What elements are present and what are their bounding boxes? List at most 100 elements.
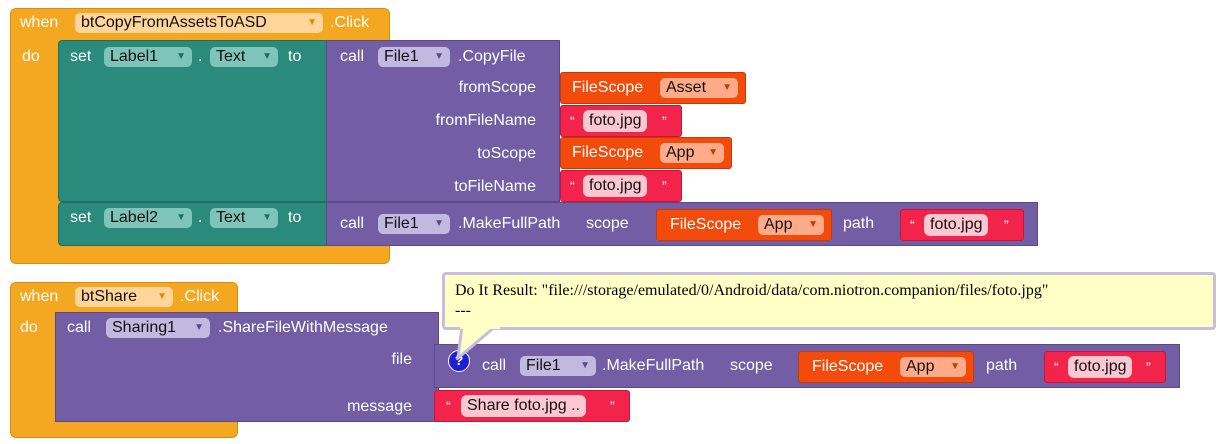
text-value-field[interactable]: foto.jpg	[583, 110, 648, 132]
dropdown-arrow-icon: ▼	[262, 212, 272, 223]
tooltip-tail	[456, 326, 500, 360]
dropdown-arrow-icon: ▼	[580, 360, 590, 371]
component-name: File1	[384, 215, 419, 232]
tooltip-separator: ---	[455, 302, 471, 319]
component-name: btCopyFromAssetsToASD	[81, 14, 267, 31]
do-label: do	[22, 48, 40, 65]
component-name: Sharing1	[112, 319, 177, 336]
do-it-result-tooltip: Do It Result: "file:///storage/emulated/…	[442, 272, 1216, 330]
text-value-field[interactable]: foto.jpg	[583, 175, 648, 197]
scope-value: App	[666, 144, 695, 161]
dropdown-arrow-icon: ▼	[434, 218, 444, 229]
open-quote-icon: “	[910, 217, 915, 233]
close-quote-icon: ”	[662, 113, 667, 129]
param-message-label: message	[347, 398, 412, 415]
call-block-copyfile[interactable]	[326, 40, 560, 202]
dot-label: .	[198, 209, 203, 226]
call-label: call	[340, 215, 365, 232]
param-fromscope-label: fromScope	[458, 79, 536, 96]
dropdown-arrow-icon: ▼	[262, 51, 272, 62]
open-quote-icon: “	[1054, 359, 1059, 375]
dot-label: .	[198, 48, 203, 65]
property-name: Text	[216, 48, 246, 65]
when-label: when	[20, 288, 59, 305]
close-quote-icon: ”	[610, 398, 615, 414]
param-toscope-label: toScope	[477, 145, 536, 162]
component-dropdown-label2[interactable]: Label2 ▼	[104, 208, 192, 228]
component-name: Label1	[110, 48, 159, 65]
method-name: .ShareFileWithMessage	[218, 319, 388, 336]
component-dropdown-label1[interactable]: Label1 ▼	[104, 47, 192, 67]
tooltip-result-line: Do It Result: "file:///storage/emulated/…	[455, 282, 1049, 299]
dropdown-arrow-icon: ▼	[194, 322, 204, 333]
component-dropdown-btshare[interactable]: btShare ▼	[75, 287, 173, 307]
call-label: call	[340, 48, 365, 65]
param-scope-label: scope	[730, 357, 773, 374]
to-label: to	[288, 48, 302, 65]
event-name: .Click	[330, 14, 370, 31]
help-icon[interactable]: ?	[448, 350, 470, 372]
call-label: call	[482, 357, 507, 374]
method-name: .MakeFullPath	[602, 357, 705, 374]
open-quote-icon: “	[570, 113, 575, 129]
to-label: to	[288, 209, 302, 226]
open-quote-icon: “	[570, 178, 575, 194]
scope-dropdown-app[interactable]: App ▼	[758, 215, 824, 235]
when-label: when	[20, 14, 59, 31]
scope-value: App	[906, 358, 935, 375]
filescope-label: FileScope	[670, 216, 742, 233]
param-scope-label: scope	[586, 215, 629, 232]
component-dropdown-file1[interactable]: File1 ▼	[378, 47, 450, 67]
open-quote-icon: “	[446, 398, 451, 414]
filescope-block[interactable]	[656, 209, 832, 241]
dropdown-arrow-icon: ▼	[722, 82, 732, 93]
scope-dropdown-asset[interactable]: Asset ▼	[660, 78, 738, 98]
dropdown-arrow-icon: ▼	[157, 291, 167, 302]
dropdown-arrow-icon: ▼	[708, 147, 718, 158]
event-name: .Click	[180, 288, 220, 305]
text-value-field[interactable]: foto.jpg	[924, 214, 989, 236]
component-name: Label2	[110, 209, 159, 226]
close-quote-icon: ”	[1004, 217, 1009, 233]
component-name: File1	[384, 48, 419, 65]
dropdown-arrow-icon: ▼	[307, 17, 317, 28]
dropdown-arrow-icon: ▼	[808, 219, 818, 230]
param-fromfilename-label: fromFileName	[435, 112, 536, 129]
component-dropdown-sharing1[interactable]: Sharing1 ▼	[106, 318, 210, 338]
scope-dropdown-app[interactable]: App ▼	[660, 143, 724, 163]
filescope-label: FileScope	[572, 79, 644, 96]
component-name: File1	[526, 357, 561, 374]
method-name: .MakeFullPath	[458, 215, 561, 232]
close-quote-icon: ”	[1146, 359, 1151, 375]
method-name: .CopyFile	[458, 48, 526, 65]
call-label: call	[67, 319, 92, 336]
property-name: Text	[216, 209, 246, 226]
component-name: btShare	[81, 288, 138, 305]
property-dropdown-text[interactable]: Text ▼	[210, 47, 278, 67]
set-label: set	[70, 209, 92, 226]
property-dropdown-text[interactable]: Text ▼	[210, 208, 278, 228]
do-label: do	[20, 319, 38, 336]
component-dropdown-btcopy[interactable]: btCopyFromAssetsToASD ▼	[75, 13, 323, 33]
text-value-field[interactable]: foto.jpg	[1068, 356, 1133, 378]
param-path-label: path	[986, 357, 1018, 374]
dropdown-arrow-icon: ▼	[176, 212, 186, 223]
param-tofilename-label: toFileName	[454, 178, 536, 195]
set-label: set	[70, 48, 92, 65]
param-path-label: path	[843, 215, 875, 232]
param-file-label: file	[391, 351, 412, 368]
dropdown-arrow-icon: ▼	[950, 361, 960, 372]
close-quote-icon: ”	[662, 178, 667, 194]
dropdown-arrow-icon: ▼	[434, 51, 444, 62]
filescope-label: FileScope	[812, 358, 884, 375]
scope-value: Asset	[666, 79, 707, 96]
text-value-field[interactable]: Share foto.jpg ..	[461, 395, 586, 417]
component-dropdown-file1[interactable]: File1 ▼	[378, 214, 450, 234]
dropdown-arrow-icon: ▼	[176, 51, 186, 62]
set-block-label1[interactable]	[58, 40, 330, 202]
scope-value: App	[764, 216, 793, 233]
set-block-label2[interactable]	[58, 202, 330, 246]
filescope-label: FileScope	[572, 144, 644, 161]
scope-dropdown-app[interactable]: App ▼	[900, 357, 966, 377]
component-dropdown-file1[interactable]: File1 ▼	[520, 356, 596, 376]
